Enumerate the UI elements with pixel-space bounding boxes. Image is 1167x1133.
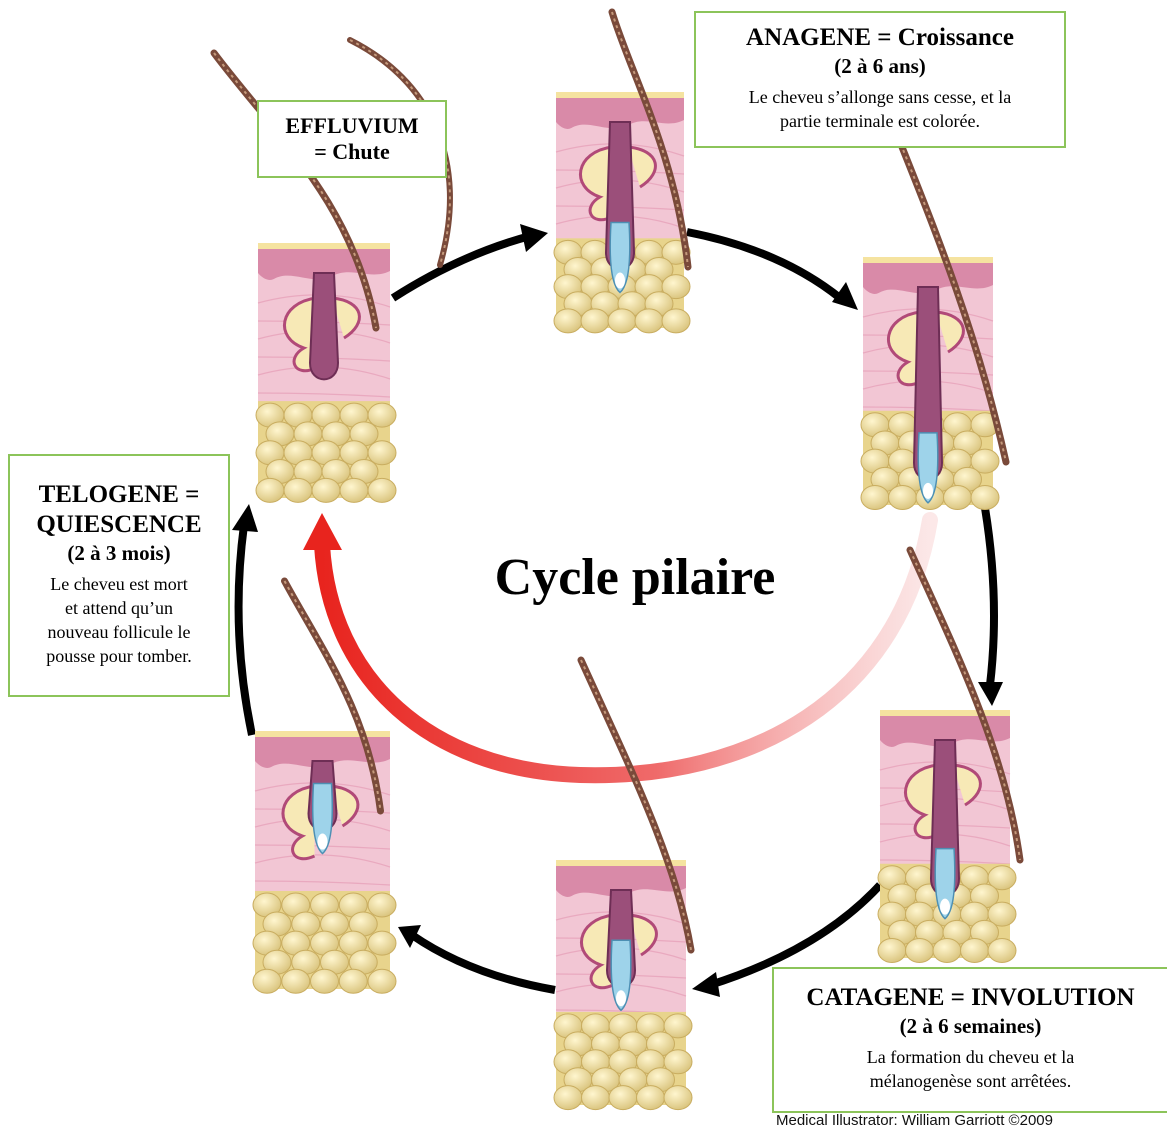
fat-globule: [253, 969, 281, 993]
fat-globule: [554, 1086, 582, 1110]
fat-globule: [368, 969, 396, 993]
fat-globule: [284, 478, 312, 502]
anagene-duration: (2 à 6 ans): [696, 53, 1064, 79]
stratum-corneum: [863, 257, 993, 263]
catagene-duration: (2 à 6 semaines): [774, 1013, 1167, 1039]
arrow-catagene-to-telogene: [412, 935, 555, 990]
fat-globule: [311, 969, 339, 993]
fat-globule: [312, 478, 340, 502]
fat-globule: [662, 309, 690, 333]
fat-globule: [933, 939, 961, 963]
telogene-desc-line2: et attend qu’un: [10, 596, 228, 620]
fat-globule: [368, 893, 396, 917]
arrowhead: [692, 972, 720, 997]
fat-globule: [664, 1086, 692, 1110]
skin-panel-telogene: [253, 581, 396, 993]
anagene-title: ANAGENE = Croissance: [696, 23, 1064, 53]
catagene-desc-line1: La formation du cheveu et la: [774, 1045, 1167, 1069]
fat-globule: [906, 939, 934, 963]
anagene-desc-line2: partie terminale est colorée.: [696, 109, 1064, 133]
fat-globule: [282, 969, 310, 993]
stratum-corneum: [880, 710, 1010, 716]
papilla-bulb: [940, 899, 950, 915]
stratum-corneum: [556, 92, 684, 98]
fat-globule: [961, 939, 989, 963]
telogene-title-line1: TELOGENE =: [10, 480, 228, 510]
fat-globule: [581, 309, 609, 333]
fat-globule: [635, 309, 663, 333]
stratum-corneum: [255, 731, 390, 737]
fat-globule: [878, 939, 906, 963]
fat-globule: [889, 486, 917, 510]
fat-globule: [554, 309, 582, 333]
papilla-bulb: [615, 272, 625, 288]
telogene-desc-line3: nouveau follicule le: [10, 620, 228, 644]
effluvium-box: EFFLUVIUM = Chute: [257, 100, 447, 178]
papilla-bulb: [923, 483, 933, 499]
telogene-duration: (2 à 3 mois): [10, 540, 228, 566]
fat-globule: [368, 478, 396, 502]
arrow-anagene-to-catagene: [985, 508, 994, 685]
fat-globule: [944, 486, 972, 510]
arrow-anagene-to-anagene2: [687, 232, 840, 298]
telogene-title-line2: QUIESCENCE: [10, 510, 228, 540]
fat-globule: [256, 478, 284, 502]
fat-globule: [339, 969, 367, 993]
skin-panel-anagene-full: [861, 137, 1006, 510]
papilla-bulb: [616, 990, 626, 1006]
fat-globule: [861, 486, 889, 510]
fat-globule: [368, 931, 396, 955]
arrowhead: [232, 504, 258, 532]
illustrator-credit: Medical Illustrator: William Garriott ©2…: [776, 1110, 1053, 1132]
skin-panel-catagene-late: [554, 660, 692, 1110]
telogene-desc-line4: pousse pour tomber.: [10, 644, 228, 668]
anagene-desc-line1: Le cheveu s’allonge sans cesse, et la: [696, 85, 1064, 109]
fat-globule: [368, 403, 396, 427]
catagene-box: CATAGENE = INVOLUTION (2 à 6 semaines) L…: [772, 967, 1167, 1113]
papilla-bulb: [318, 834, 328, 850]
arrow-effluvium-to-anagene: [393, 236, 530, 298]
cycle-title: Cycle pilaire: [455, 546, 815, 610]
fat-globule: [971, 486, 999, 510]
telogene-desc-line1: Le cheveu est mort: [10, 572, 228, 596]
effluvium-title-line1: EFFLUVIUM: [259, 113, 445, 139]
arrow-telogene-to-effluvium: [239, 525, 252, 735]
fat-globule: [340, 478, 368, 502]
fat-globule: [582, 1086, 610, 1110]
telogene-description: Le cheveu est mort et attend qu’un nouve…: [10, 572, 228, 668]
catagene-title: CATAGENE = INVOLUTION: [774, 983, 1167, 1013]
effluvium-title-line2: = Chute: [259, 139, 445, 165]
telogene-box: TELOGENE = QUIESCENCE (2 à 3 mois) Le ch…: [8, 454, 230, 697]
catagene-desc-line2: mélanogenèse sont arrêtées.: [774, 1069, 1167, 1093]
fat-globule: [988, 939, 1016, 963]
fat-globule: [637, 1086, 665, 1110]
hair-follicle: [310, 273, 338, 379]
anagene-box: ANAGENE = Croissance (2 à 6 ans) Le chev…: [694, 11, 1066, 148]
stratum-corneum: [258, 243, 390, 249]
catagene-description: La formation du cheveu et la mélanogenès…: [774, 1045, 1167, 1093]
fat-globule: [368, 441, 396, 465]
fat-globule: [608, 309, 636, 333]
skin-panel-anagene-early: [554, 12, 690, 333]
arrowhead: [978, 682, 1003, 706]
arrowhead: [520, 224, 548, 252]
anagene-description: Le cheveu s’allonge sans cesse, et la pa…: [696, 85, 1064, 133]
fat-globule: [609, 1086, 637, 1110]
